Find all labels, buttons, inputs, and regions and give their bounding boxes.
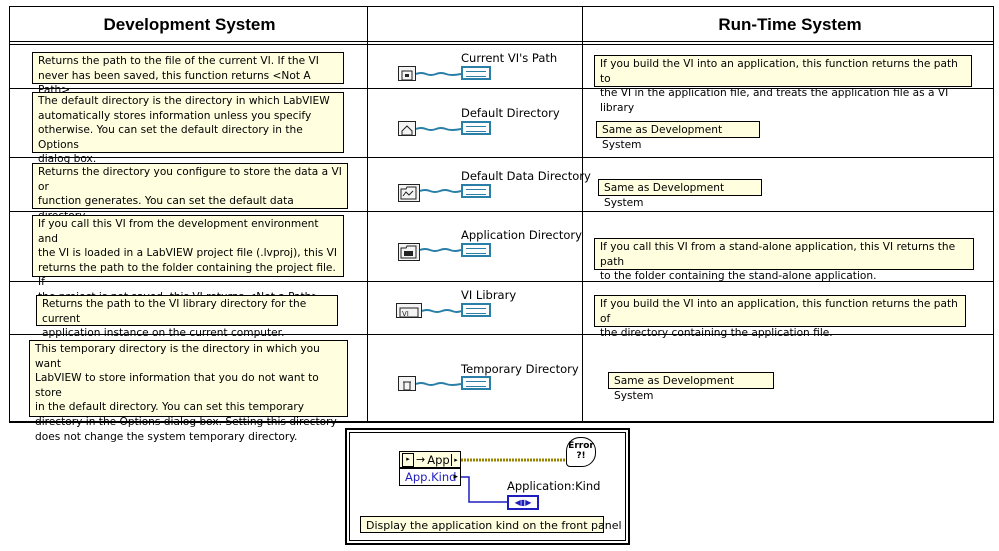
- grid-row-1: [9, 44, 994, 45]
- refnum-out-icon: ▸: [451, 453, 460, 466]
- refnum-icon: ▸: [402, 452, 414, 467]
- arrow-icon: →: [416, 453, 426, 466]
- path-indicator: [461, 303, 491, 317]
- path-indicator: [461, 66, 491, 80]
- function-label: Temporary Directory: [461, 362, 579, 376]
- row-description: If you call this VI from the development…: [32, 215, 344, 303]
- row-description: This temporary directory is the director…: [29, 340, 348, 443]
- grid-col-1: [367, 6, 368, 422]
- row-description: Returns the path to the file of the curr…: [32, 52, 344, 96]
- row-runtime: If you build the VI into an application,…: [594, 55, 972, 114]
- grid-row-4: [9, 211, 994, 212]
- function-label: Application Directory: [461, 228, 582, 242]
- block-diagram-frame: [345, 428, 630, 545]
- data-folder-icon: [398, 184, 420, 202]
- path-indicator: [461, 121, 491, 135]
- row-description: The default directory is the directory i…: [32, 92, 344, 165]
- app-refnum-node[interactable]: ▸ → App ▸: [399, 451, 461, 468]
- app-kind-indicator[interactable]: ◀▮▶: [507, 495, 539, 510]
- grid-row-7: [9, 421, 994, 422]
- table-frame: [9, 6, 994, 423]
- header-runtime: Run-Time System: [718, 15, 862, 34]
- row-description: Returns the directory you configure to s…: [32, 163, 348, 236]
- row-description: Returns the path to the VI library direc…: [36, 295, 338, 339]
- block-diagram-frame-inner: [349, 432, 626, 541]
- vi-file-icon: [398, 66, 416, 81]
- row-runtime: If you build the VI into an application,…: [594, 295, 966, 339]
- svg-text:VI: VI: [402, 310, 409, 318]
- path-wire: [416, 127, 461, 131]
- indicator-label: Application:Kind: [507, 479, 601, 493]
- home-folder-icon: [398, 121, 416, 136]
- app-class-label: App: [427, 452, 450, 467]
- grid-row-5: [9, 281, 994, 282]
- header-development: Development System: [103, 15, 276, 34]
- path-wire: [416, 72, 461, 76]
- application-folder-icon: [398, 243, 420, 261]
- property-name: App.Kind: [405, 470, 457, 484]
- grid-row-2: [9, 88, 994, 89]
- path-wire: [422, 309, 461, 313]
- path-indicator: [461, 243, 491, 257]
- row-runtime: Same as Development System: [608, 372, 774, 402]
- enum-wire: [461, 476, 509, 503]
- grid-row-0: [9, 41, 994, 42]
- row-runtime: Same as Development System: [598, 179, 762, 209]
- enum-icon: ◀▮▶: [514, 498, 532, 507]
- path-indicator: [461, 376, 491, 390]
- error-handler-icon[interactable]: Error ?!: [566, 437, 596, 467]
- path-wire: [416, 382, 461, 386]
- function-label: Current VI's Path: [461, 51, 558, 65]
- grid-row-3: [9, 157, 994, 158]
- vi-library-icon: VI: [396, 303, 422, 318]
- chevron-right-icon: ▸: [453, 472, 458, 482]
- trash-folder-icon: [398, 376, 416, 391]
- function-label: Default Directory: [461, 106, 560, 120]
- function-label: Default Data Directory: [461, 169, 591, 183]
- diagram-comment: Display the application kind on the fron…: [360, 516, 622, 533]
- row-runtime: If you call this VI from a stand-alone a…: [594, 238, 974, 282]
- row-runtime: Same as Development System: [596, 121, 760, 151]
- path-indicator: [461, 184, 491, 198]
- path-wire: [420, 189, 461, 193]
- function-label: VI Library: [461, 288, 517, 302]
- property-node-app-kind[interactable]: App.Kind ▸: [399, 468, 461, 486]
- refnum-wire: [461, 458, 569, 462]
- grid-col-2: [582, 6, 583, 422]
- grid-row-6: [9, 334, 994, 335]
- path-wire: [420, 248, 461, 252]
